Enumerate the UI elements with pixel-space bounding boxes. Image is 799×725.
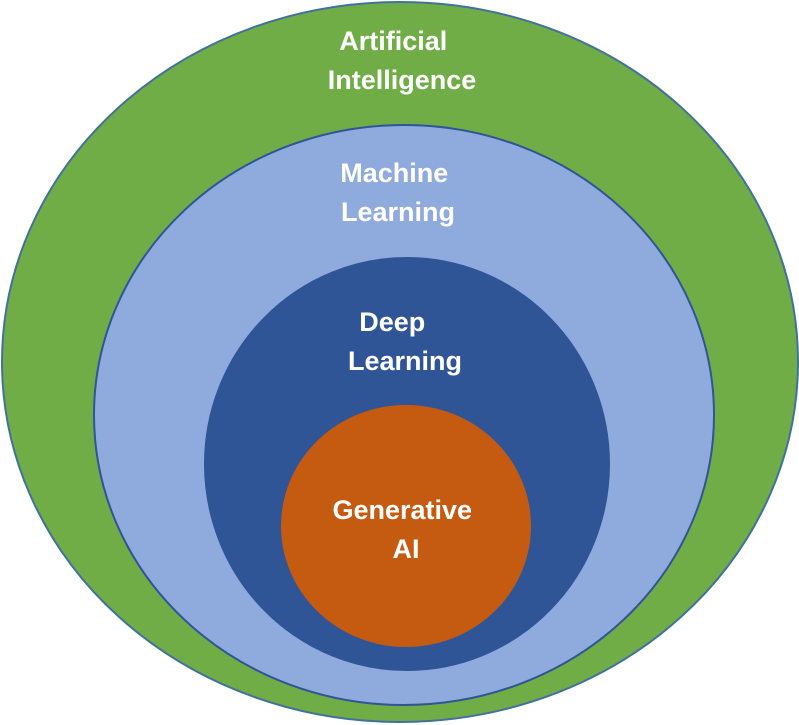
svg-text:Generative AI: Generative AI	[332, 495, 479, 564]
ellipse-generative-ai	[279, 403, 533, 649]
label-machine-learning-line2: Learning	[341, 197, 455, 227]
label-artificial-intelligence-line1: Artificial	[339, 26, 447, 56]
layer-generative-ai: Generative AI	[279, 403, 533, 649]
label-machine-learning-line1: Machine	[340, 158, 448, 188]
svg-text:Deep Learning: Deep Learning	[348, 307, 462, 376]
label-artificial-intelligence-line2: Intelligence	[328, 65, 477, 95]
svg-text:Artificial Intelligence: Artificial Intelligence	[328, 26, 477, 95]
svg-text:Machine Learning: Machine Learning	[340, 158, 456, 227]
label-generative-ai-line2: AI	[393, 534, 420, 564]
label-deep-learning-line2: Learning	[348, 346, 462, 376]
label-generative-ai-line1: Generative	[332, 495, 472, 525]
label-deep-learning-line1: Deep	[359, 307, 425, 337]
